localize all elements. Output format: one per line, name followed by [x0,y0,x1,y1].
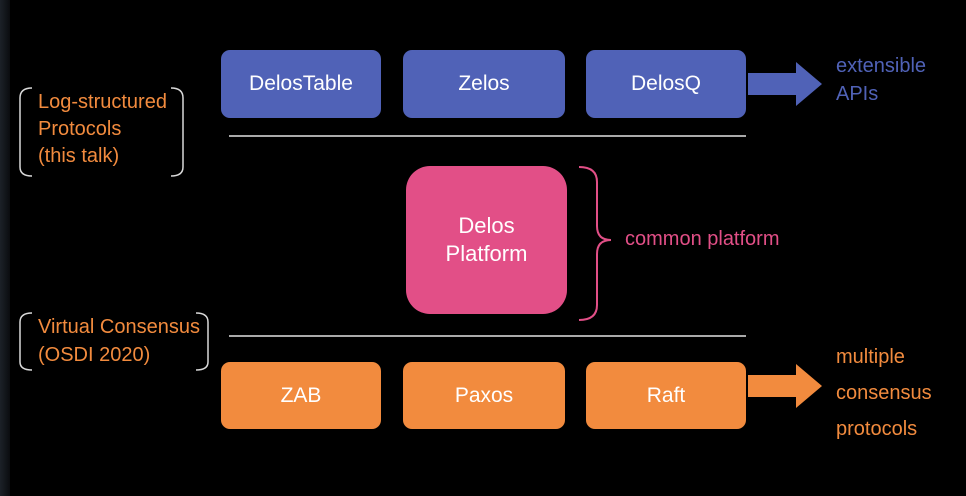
extensible-apis-line1: extensible [836,55,927,77]
common-platform-label: common platform [625,228,780,250]
virtual-consensus-bracket-left [19,312,33,371]
extensible-apis-arrow [748,62,822,106]
delos-platform-box: Delos Platform [406,166,567,314]
zelos-label: Zelos [458,72,510,95]
zelos-box: Zelos [403,50,565,118]
paxos-label: Paxos [454,383,514,407]
consensus-protocols-arrow [748,364,822,408]
raft-label: Raft [646,383,686,407]
common-platform-brace [578,166,612,321]
bottom-divider [229,335,746,337]
top-divider [229,135,746,137]
delosq-box: DelosQ [586,50,746,118]
log-structured-title-line1: Log-structured [38,91,167,113]
multiple-consensus-line1: multiple [836,346,905,368]
log-structured-subtitle: (this talk) [38,145,120,167]
window-edge [0,0,10,496]
log-structured-bracket-right [170,87,184,177]
log-structured-title-line2: Protocols [38,118,122,140]
extensible-apis-line2: APIs [836,83,879,105]
delostable-label: DelosTable [249,72,353,95]
virtual-consensus-title: Virtual Consensus [38,316,200,338]
multiple-consensus-line3: protocols [836,418,918,440]
zab-box: ZAB [221,362,381,429]
delostable-box: DelosTable [221,50,381,118]
paxos-box: Paxos [403,362,565,429]
log-structured-bracket-left [19,87,33,177]
platform-label-line2: Platform [445,241,528,266]
delosq-label: DelosQ [630,72,702,95]
platform-label-line1: Delos [458,213,515,238]
virtual-consensus-bracket-right [195,312,209,371]
virtual-consensus-subtitle: (OSDI 2020) [38,344,151,366]
zab-label: ZAB [280,383,322,407]
multiple-consensus-line2: consensus [836,382,932,404]
raft-box: Raft [586,362,746,429]
